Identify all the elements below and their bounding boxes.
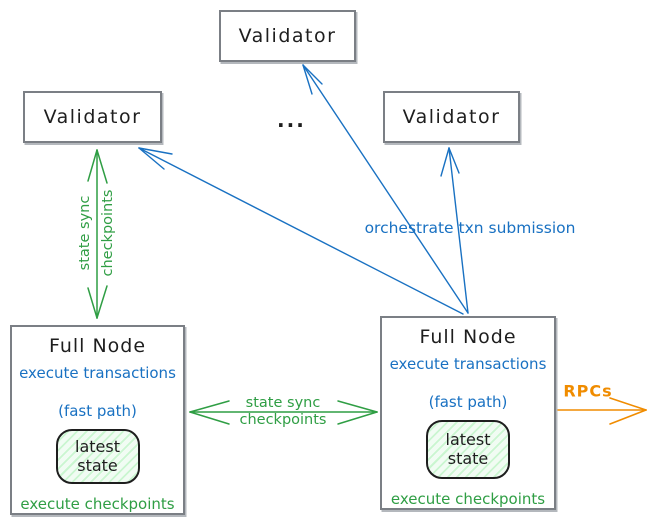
- state-sync-line1: state sync: [245, 394, 321, 411]
- node-validator-left: Validator: [23, 91, 162, 143]
- validator-top-label: Validator: [238, 25, 337, 47]
- latest-state-line1: latest: [75, 437, 120, 457]
- node-validator-top: Validator: [219, 10, 356, 62]
- validator-right-label: Validator: [402, 106, 501, 128]
- full-node-right-title: Full Node: [419, 326, 517, 348]
- label-state-sync-vertical: state sync checkpoints: [74, 190, 120, 277]
- validator-left-label: Validator: [43, 106, 142, 128]
- full-node-left-title: Full Node: [48, 335, 147, 357]
- full-node-right-checkpoints-text: execute checkpoints: [390, 490, 546, 508]
- fast-path-text: (fast path): [428, 392, 508, 411]
- label-rpcs: RPCs: [563, 381, 613, 401]
- node-validator-right: Validator: [383, 91, 520, 143]
- execute-transactions-text: execute transactions: [389, 355, 547, 373]
- state-sync-line1: state sync: [76, 195, 93, 271]
- latest-state-line2: state: [447, 448, 489, 468]
- label-orchestrate-txn-submission: orchestrate txn submission: [364, 219, 576, 237]
- latest-state-box-left: latest state: [55, 429, 140, 484]
- arrow-rpcs: [556, 397, 647, 425]
- node-full-node-left: Full Node execute transactions (fast pat…: [10, 325, 185, 515]
- state-sync-line2: checkpoints: [239, 412, 327, 428]
- label-state-sync-horizontal: state sync checkpoints: [240, 395, 327, 429]
- latest-state-box-right: latest state: [426, 420, 510, 479]
- full-node-left-checkpoints-text: execute checkpoints: [20, 495, 175, 513]
- latest-state-line1: latest: [445, 430, 491, 450]
- latest-state-line2: state: [77, 455, 118, 475]
- full-node-right-fast-path-text: execute transactions (fast path): [390, 355, 547, 411]
- node-full-node-right: Full Node execute transactions (fast pat…: [380, 316, 556, 510]
- state-sync-line2: checkpoints: [100, 189, 116, 277]
- fast-path-text: (fast path): [58, 401, 137, 420]
- execute-transactions-text: execute transactions: [19, 364, 176, 382]
- full-node-left-fast-path-text: execute transactions (fast path): [19, 364, 176, 420]
- validators-ellipsis: ...: [277, 108, 306, 132]
